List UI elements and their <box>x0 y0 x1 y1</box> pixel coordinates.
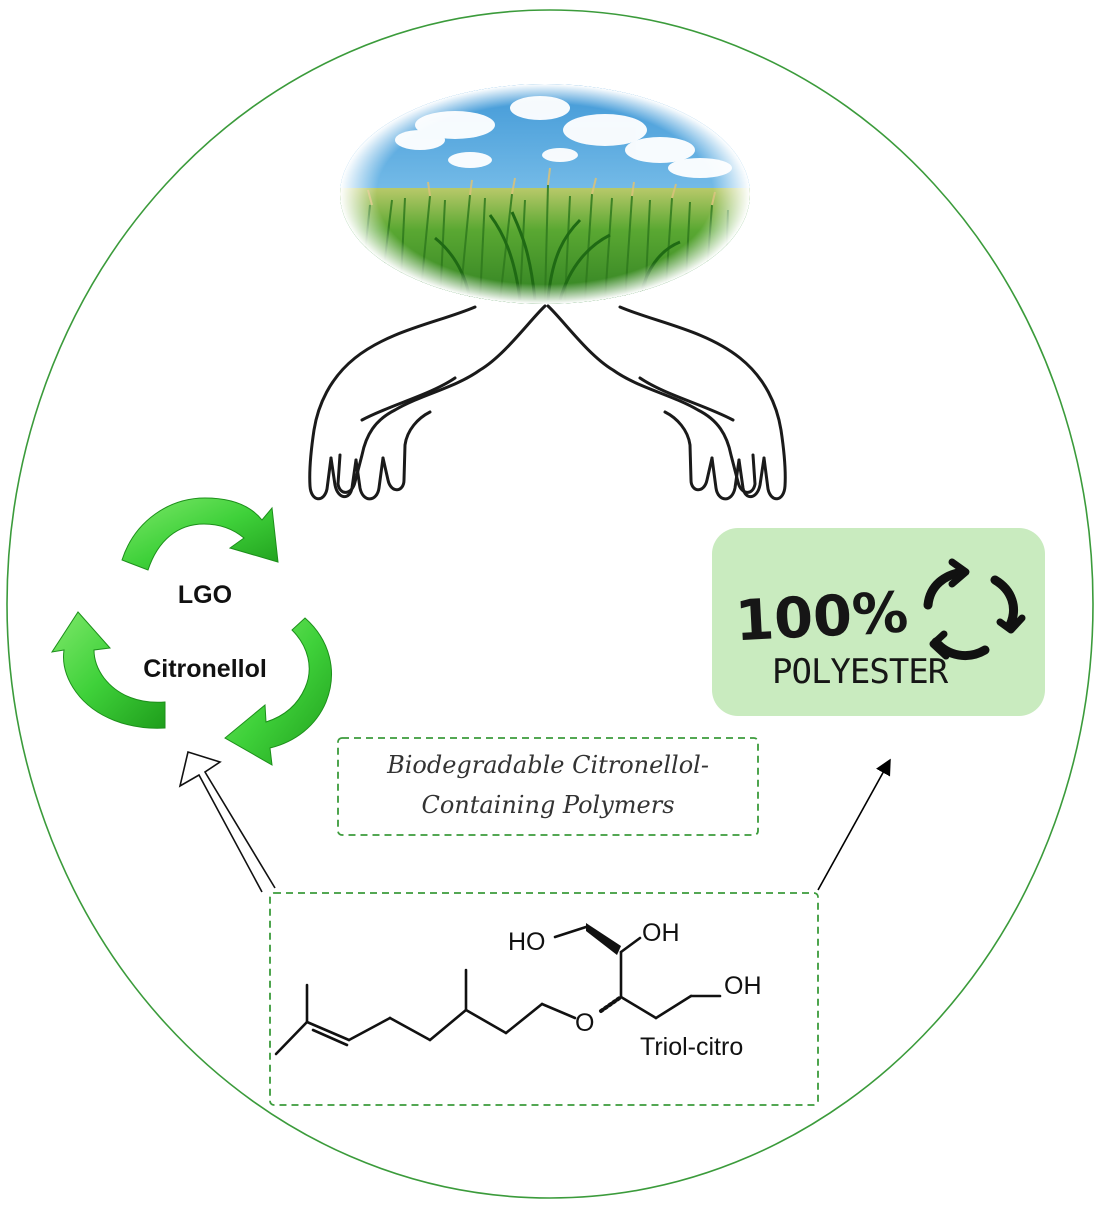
molecule-atom-labels: HO OH OH O Triol-citro <box>508 919 762 1061</box>
caption-line-1: Biodegradable Citronellol- <box>386 751 709 779</box>
cycle-arrow-top <box>121 497 279 571</box>
double-arrow-to-cycle <box>178 750 276 893</box>
polyester-badge: 100% POLYESTER <box>712 528 1045 716</box>
cycle-arrow-left <box>50 611 166 729</box>
recycle-icon <box>923 558 1026 661</box>
cycle-arrow-right <box>224 617 332 766</box>
atom-oh-top: OH <box>642 919 680 947</box>
molecule-box <box>269 892 819 1106</box>
hands-illustration <box>308 304 787 501</box>
cycle-label-lgo: LGO <box>178 581 232 609</box>
badge-small-text: POLYESTER <box>772 652 949 692</box>
outer-ellipse <box>6 9 1094 1199</box>
arrow-to-badge <box>817 758 891 891</box>
caption-line-2: Containing Polymers <box>421 791 674 819</box>
recycle-cycle: LGO Citronellol <box>50 497 332 766</box>
atom-oh-right: OH <box>724 972 762 1000</box>
cornfield-photo <box>340 84 750 304</box>
wedge-bond <box>586 923 621 955</box>
molecule-name: Triol-citro <box>640 1033 743 1061</box>
triol-citro-structure <box>274 925 722 1056</box>
atom-ether-o: O <box>575 1009 594 1037</box>
badge-big-text: 100% <box>734 580 910 654</box>
caption-box: Biodegradable Citronellol- Containing Po… <box>337 737 759 836</box>
cycle-label-citronellol: Citronellol <box>143 655 267 683</box>
atom-ho-left: HO <box>508 928 546 956</box>
